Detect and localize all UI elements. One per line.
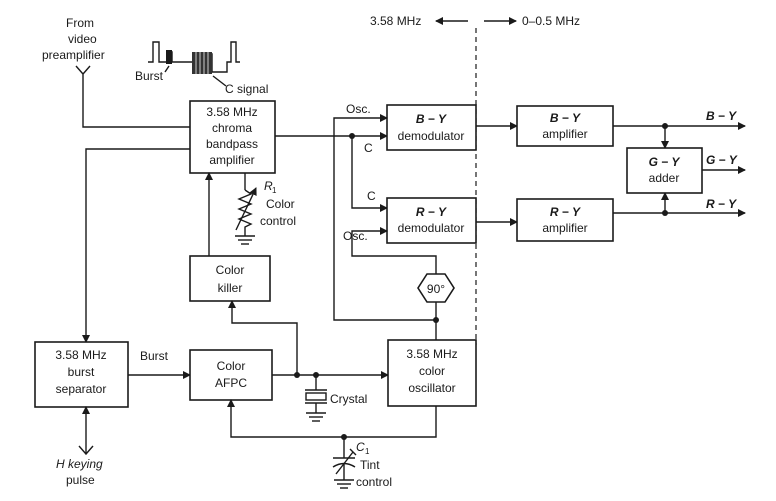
frequency-band-divider bbox=[435, 17, 517, 345]
by-demod-line1: B − Y bbox=[416, 112, 447, 126]
r1-label-line2: control bbox=[260, 214, 296, 228]
color-killer-line2: killer bbox=[218, 281, 243, 295]
input-antenna-line bbox=[75, 65, 190, 128]
by-output-label: B − Y bbox=[706, 109, 737, 123]
gy-adder-line2: adder bbox=[649, 171, 680, 185]
burst-c-signal-waveform bbox=[148, 41, 240, 87]
ry-amp-line2: amplifier bbox=[542, 221, 587, 235]
input-label-line2: video bbox=[68, 32, 97, 46]
chroma-junction-dot bbox=[349, 133, 355, 139]
ry-output-label: R − Y bbox=[706, 197, 737, 211]
crystal-component bbox=[305, 375, 327, 422]
color-oscillator-block bbox=[387, 339, 477, 407]
osc-bottom-label: Osc. bbox=[343, 229, 368, 243]
ry-amplifier-block bbox=[516, 198, 614, 242]
r1-label-line1: Color bbox=[266, 197, 295, 211]
chroma-to-ry-demod-line bbox=[351, 136, 388, 212]
r1-symbol: R bbox=[264, 179, 273, 193]
chroma-bandpass-amplifier-block bbox=[189, 100, 276, 174]
ry-demod-line2: demodulator bbox=[398, 221, 465, 235]
osc-junction-dot bbox=[433, 317, 439, 323]
ry-demod-line1: R − Y bbox=[416, 205, 447, 219]
burst-sep-line3: separator bbox=[56, 382, 107, 396]
by-demodulator-block bbox=[386, 104, 477, 151]
c1-symbol: C bbox=[356, 440, 365, 454]
osc-to-by-demod-line bbox=[333, 114, 436, 321]
by-demod-line2: demodulator bbox=[398, 129, 465, 143]
h-keying-line1: H keying bbox=[56, 457, 103, 471]
color-afpc-block bbox=[189, 349, 273, 401]
phase-shift-label: 90° bbox=[427, 282, 445, 296]
h-keying-antenna bbox=[78, 445, 94, 456]
chroma-amp-line4: amplifier bbox=[209, 153, 254, 167]
gy-output-label: G − Y bbox=[706, 153, 738, 167]
gy-adder-line1: G − Y bbox=[649, 155, 681, 169]
band-label-right: 0–0.5 MHz bbox=[522, 14, 580, 28]
c-top-label: C bbox=[364, 141, 373, 155]
c1-trimmer-capacitor bbox=[332, 437, 357, 489]
osc-feedback-to-afpc-line bbox=[227, 399, 437, 438]
by-amp-line2: amplifier bbox=[542, 127, 587, 141]
chroma-to-burst-sep-line bbox=[82, 148, 190, 343]
color-osc-line3: oscillator bbox=[408, 381, 455, 395]
band-label-left: 3.58 MHz bbox=[370, 14, 421, 28]
osc-top-label: Osc. bbox=[346, 102, 371, 116]
afpc-line2: AFPC bbox=[215, 376, 247, 390]
color-killer-line1: Color bbox=[216, 263, 245, 277]
c1-label-line1: Tint bbox=[360, 458, 380, 472]
color-osc-line1: 3.58 MHz bbox=[406, 347, 457, 361]
burst-sep-line1: 3.58 MHz bbox=[55, 348, 106, 362]
burst-waveform-label: Burst bbox=[135, 69, 164, 83]
input-label-line3: preamplifier bbox=[42, 48, 105, 62]
input-label-line1: From bbox=[66, 16, 94, 30]
c1-label-line2: control bbox=[356, 475, 392, 489]
burst-line-label: Burst bbox=[140, 349, 169, 363]
by-amp-line1: B − Y bbox=[550, 111, 581, 125]
afpc-line1: Color bbox=[217, 359, 246, 373]
ry-amp-line1: R − Y bbox=[550, 205, 581, 219]
afpc-to-killer-line bbox=[228, 300, 298, 375]
color-osc-line2: color bbox=[419, 364, 445, 378]
phase-shift-90-block bbox=[417, 273, 455, 303]
r1-subscript: 1 bbox=[272, 186, 277, 195]
h-keying-line2: pulse bbox=[66, 473, 95, 487]
chroma-amp-line2: chroma bbox=[212, 121, 252, 135]
burst-sep-line2: burst bbox=[68, 365, 95, 379]
chroma-amp-line1: 3.58 MHz bbox=[206, 105, 257, 119]
ry-demodulator-block bbox=[386, 197, 477, 244]
by-amplifier-block bbox=[516, 105, 614, 147]
burst-separator-block bbox=[34, 341, 129, 408]
phase-shift-to-ry-demod-line bbox=[351, 227, 437, 274]
c1-subscript: 1 bbox=[365, 447, 370, 456]
r1-potentiometer bbox=[235, 173, 257, 245]
chroma-amp-line3: bandpass bbox=[206, 137, 258, 151]
c-bottom-label: C bbox=[367, 189, 376, 203]
c-signal-label: C signal bbox=[225, 82, 268, 96]
crystal-label: Crystal bbox=[330, 392, 367, 406]
